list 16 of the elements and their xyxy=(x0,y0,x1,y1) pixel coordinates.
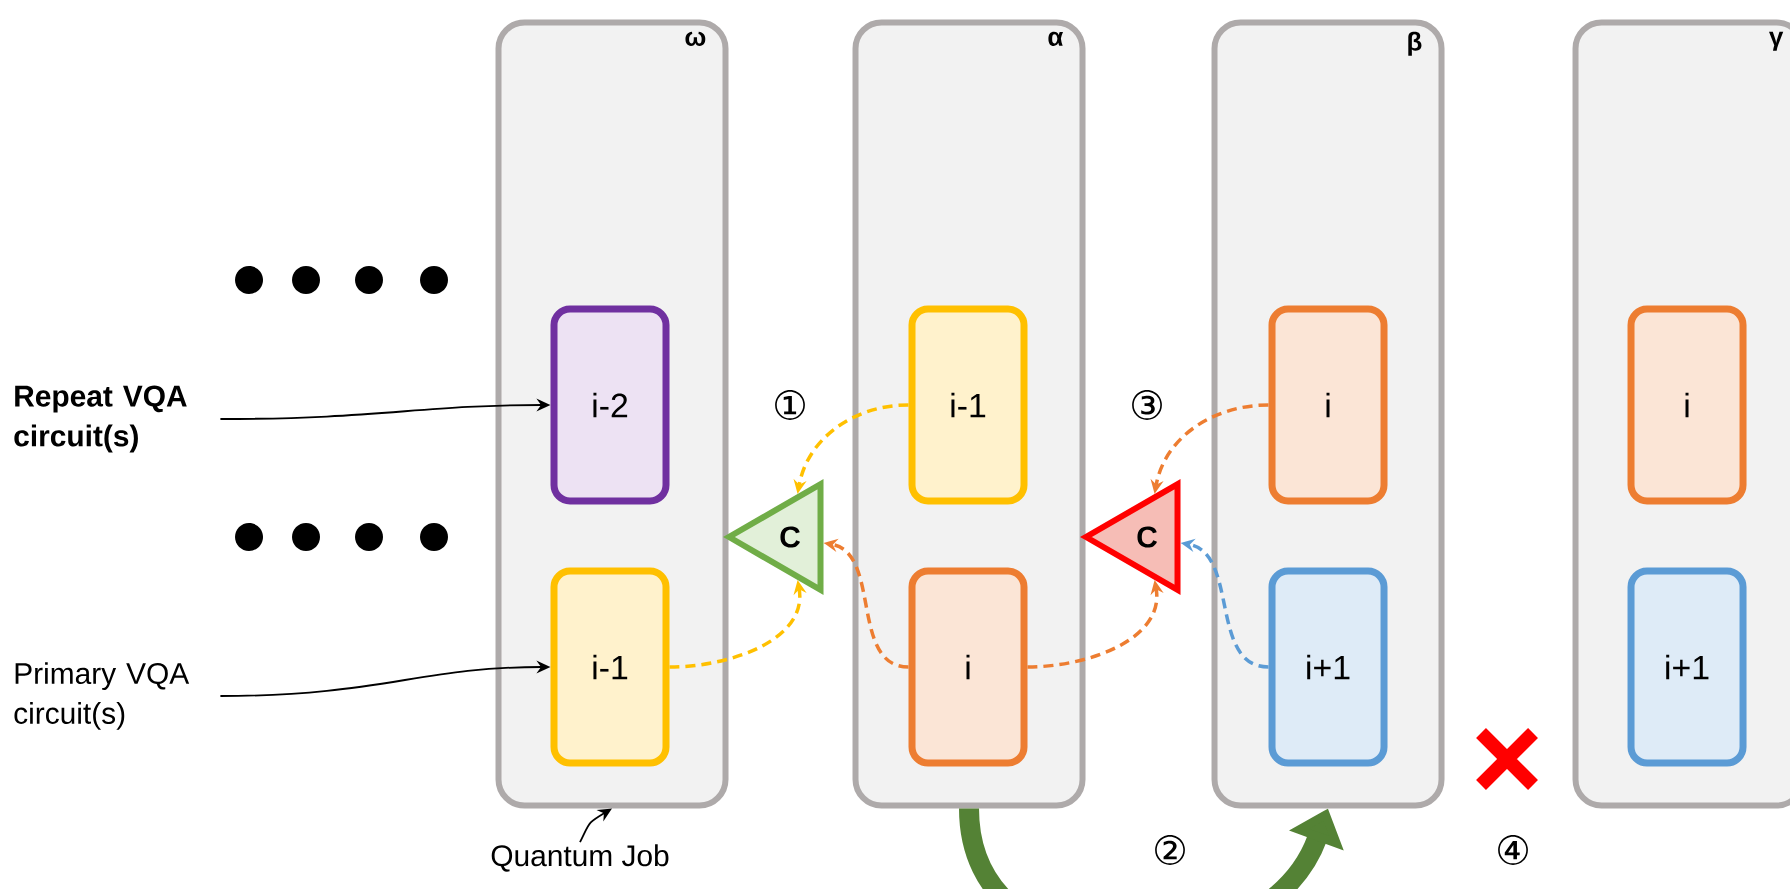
arrow xyxy=(579,808,612,844)
circuit-box: i-2 xyxy=(550,305,670,505)
circuit-box: i xyxy=(1627,305,1747,505)
circuit-box: i+1 xyxy=(1627,567,1747,767)
annotation-text: Quantum Job xyxy=(491,844,669,872)
step-number: ① xyxy=(775,390,805,420)
annotation-text: Primary VQA circuit(s) xyxy=(14,662,190,730)
step-number: ③ xyxy=(1132,390,1162,420)
annotation-text: Repeat VQA circuit(s) xyxy=(14,385,187,453)
step-number: ④ xyxy=(1498,835,1528,865)
circuit-box: i-1 xyxy=(908,305,1028,505)
circuit-box: i xyxy=(908,567,1028,767)
step-number: ② xyxy=(1155,835,1185,865)
circuit-box: i xyxy=(1268,305,1388,505)
circuit-box: i-1 xyxy=(550,567,670,767)
circuit-box: i+1 xyxy=(1268,567,1388,767)
